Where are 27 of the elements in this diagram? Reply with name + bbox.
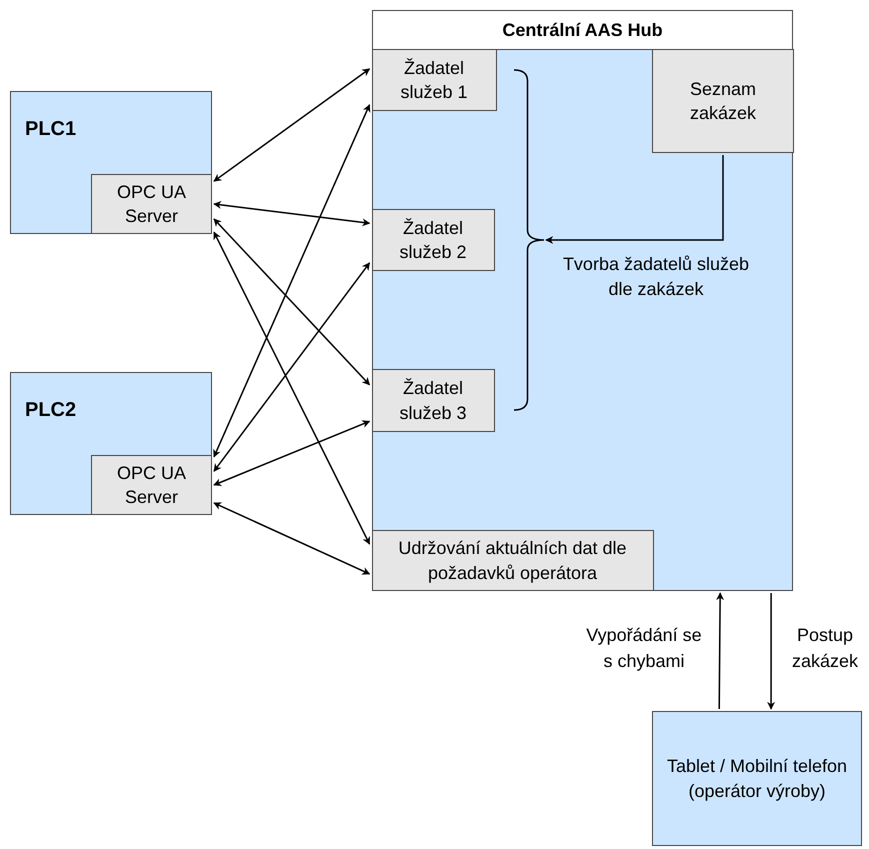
process-box: OPC UA Server xyxy=(91,455,212,515)
hub-panel xyxy=(372,10,793,591)
arrow xyxy=(213,200,370,226)
arrow xyxy=(767,593,776,710)
curly-brace xyxy=(514,69,544,411)
arrow xyxy=(545,155,724,244)
arrow xyxy=(213,502,370,575)
process-box: Seznam zakázek xyxy=(652,49,794,153)
device-title: PLC1 xyxy=(25,118,76,141)
arrow xyxy=(716,592,724,709)
device-title: PLC2 xyxy=(25,399,76,422)
arrow xyxy=(213,420,370,486)
process-box: Žadatel služeb 3 xyxy=(372,369,494,432)
panel-title: Centrální AAS Hub xyxy=(502,20,663,40)
device-panel xyxy=(10,372,212,515)
arrow xyxy=(213,68,370,182)
arrow xyxy=(213,262,370,472)
device-box: Tablet / Mobilní telefon (operátor výroby) xyxy=(652,711,862,846)
arrow xyxy=(213,218,370,386)
process-box: Udržování aktuálních dat dle požadavků operátora xyxy=(372,530,654,591)
process-box: Žadatel služeb 2 xyxy=(372,209,494,271)
arrow xyxy=(213,231,370,545)
process-box: OPC UA Server xyxy=(91,174,212,234)
process-box: Žadatel služeb 1 xyxy=(372,49,496,111)
annotation-text: Tvorba žadatelů služeb dle zakázek xyxy=(562,253,750,302)
arrow xyxy=(213,104,370,458)
device-panel xyxy=(10,91,212,234)
